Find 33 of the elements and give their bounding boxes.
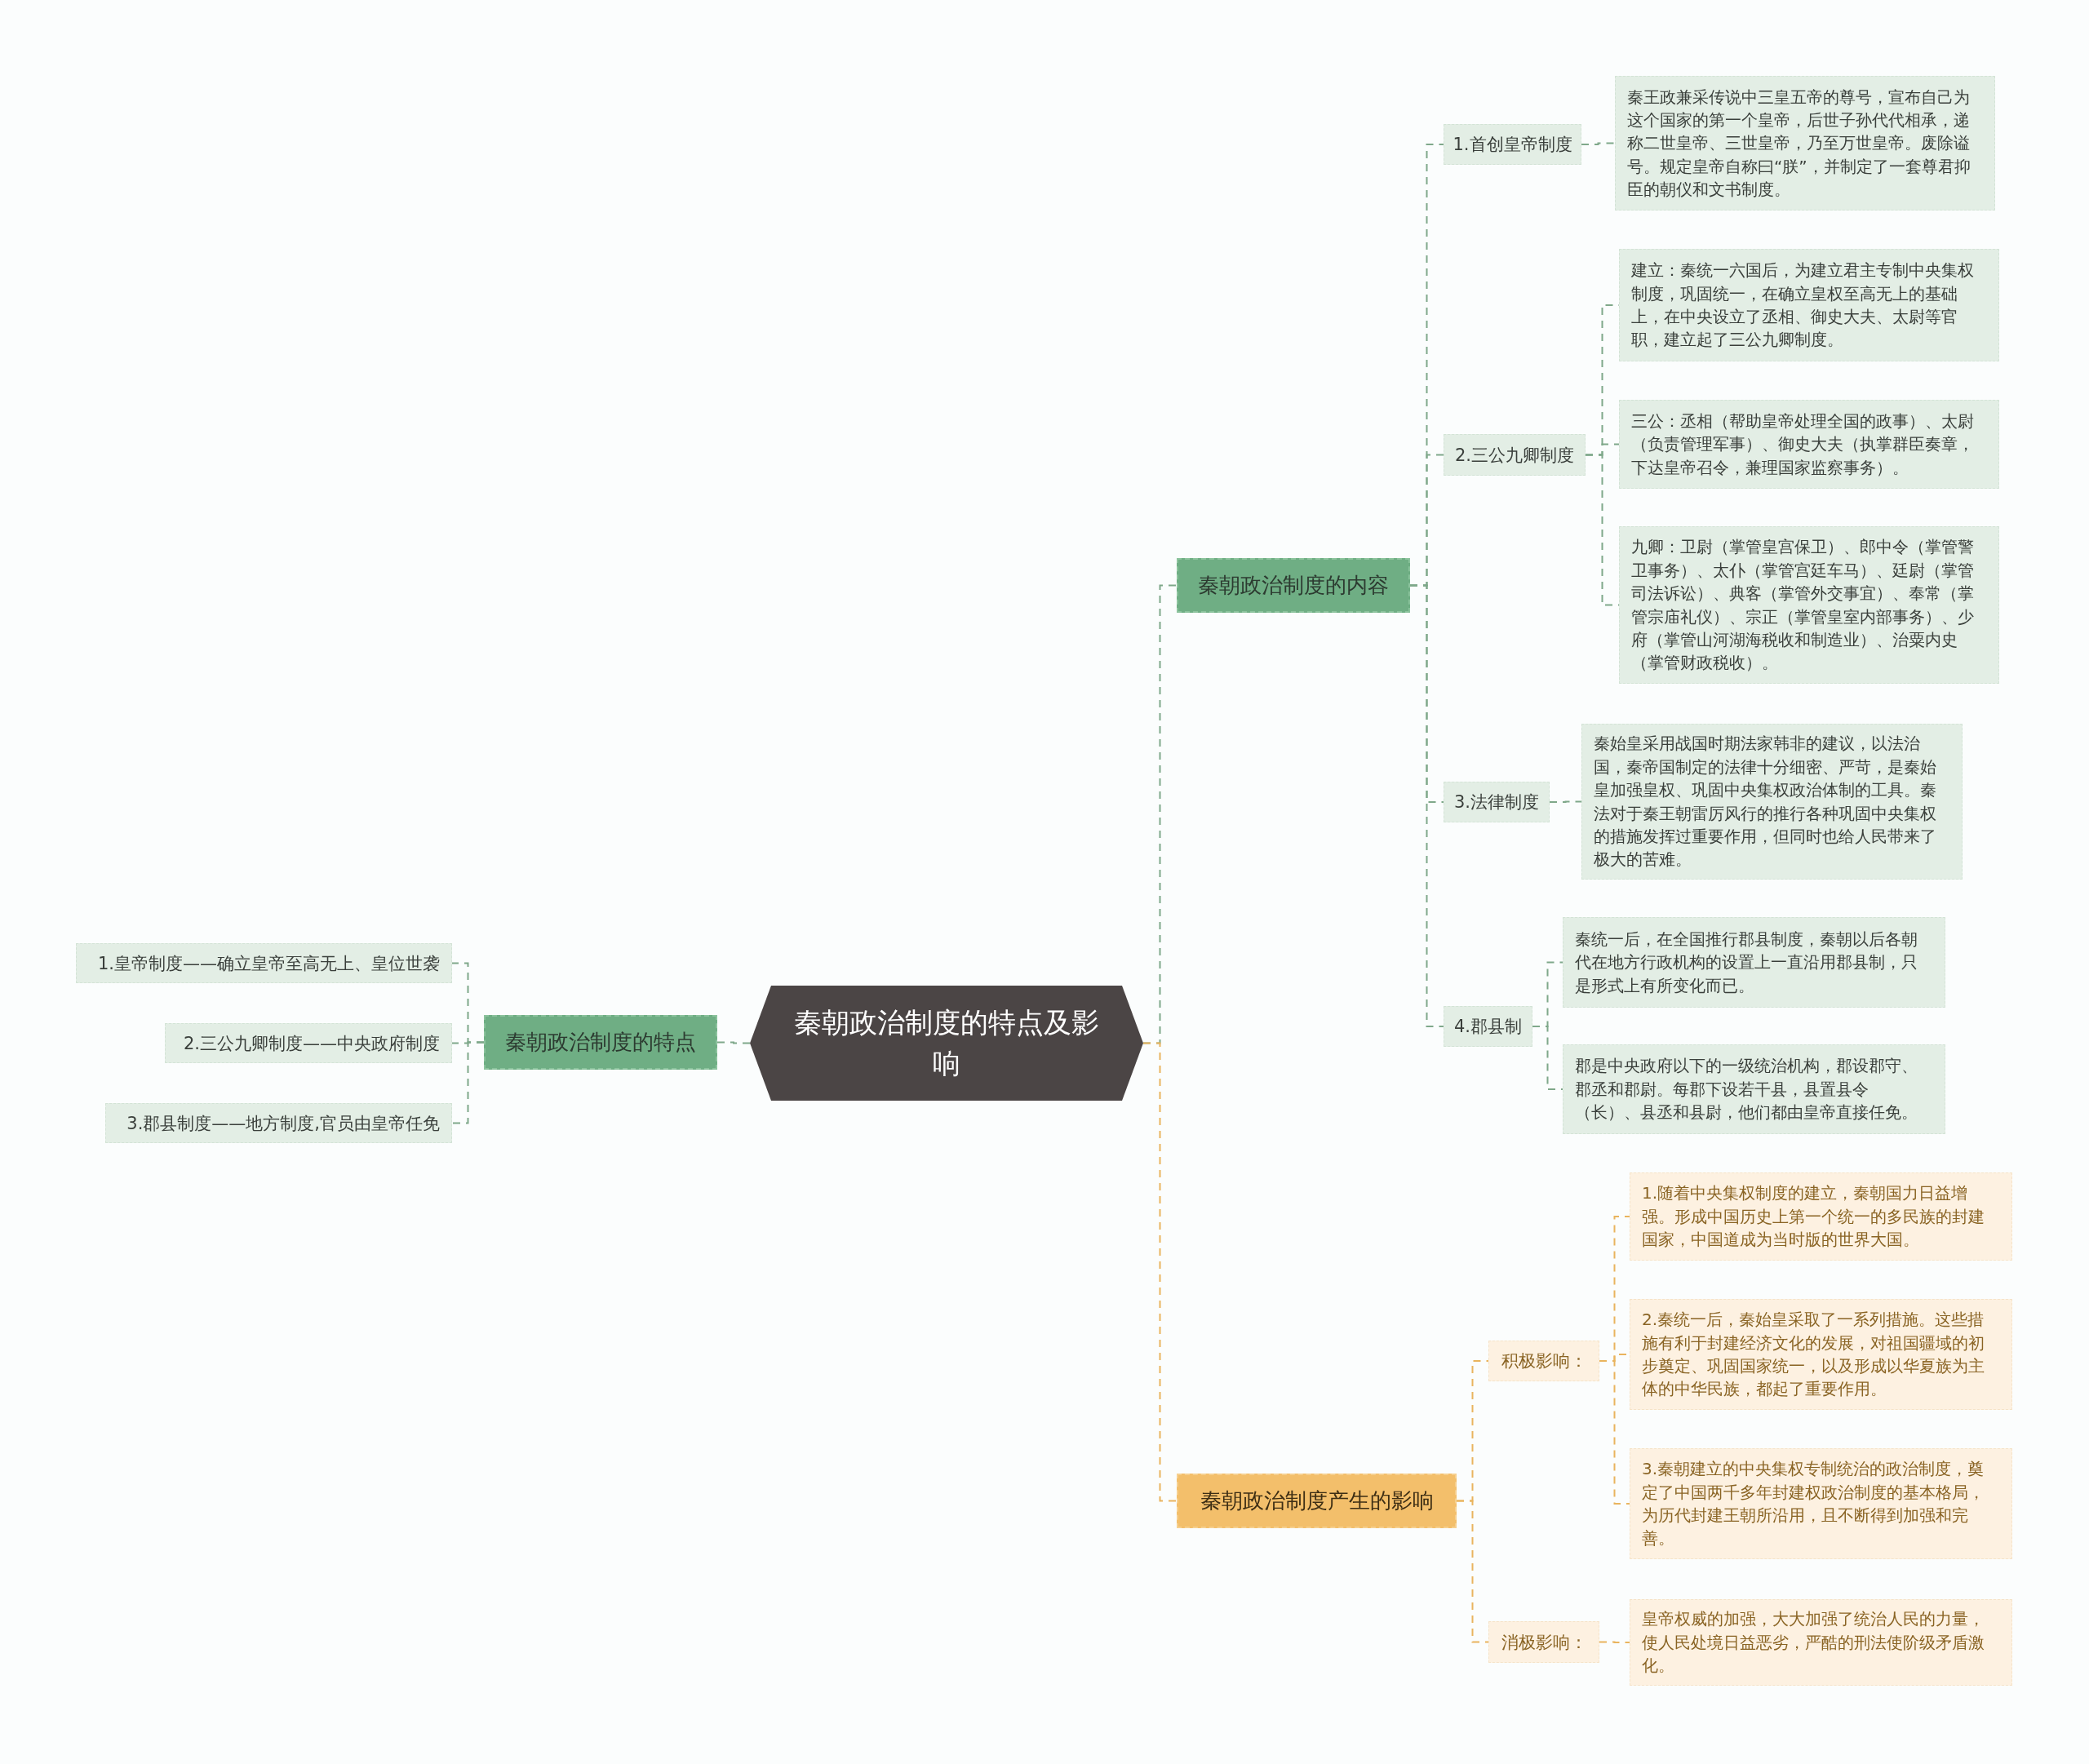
connector-line (716, 1041, 751, 1044)
connector-line (1532, 1026, 1563, 1090)
detail-note-box: 郡是中央政府以下的一级统治机构，郡设郡守、郡丞和郡尉。每郡下设若干县，县置县令（长）、县丞和县尉，他们都由皇帝直接任免。 (1563, 1044, 1945, 1134)
branch-topic-box: 秦朝政治制度的特点 (484, 1015, 717, 1070)
detail-note-box: 3.秦朝建立的中央集权专制统治的政治制度，奠定了中国两千多年封建权政治制度的基本格局，为历代封建王朝所沿用，且不断得到加强和完善。 (1630, 1448, 2012, 1559)
connector-line (1456, 1500, 1489, 1643)
subtopic-box: 2.三公九卿制度 (1444, 434, 1586, 476)
subtopic-box: 3.法律制度 (1444, 782, 1550, 822)
connector-line (451, 1041, 485, 1124)
subtopic-box: 3.郡县制度——地方制度,官员由皇帝任免 (105, 1103, 452, 1143)
subtopic-box: 2.三公九卿制度——中央政府制度 (165, 1023, 452, 1063)
subtopic-box: 1.皇帝制度——确立皇帝至高无上、皇位世袭 (76, 943, 452, 983)
detail-note-box: 皇帝权威的加强，大大加强了统治人民的力量，使人民处境日益恶劣，严酷的刑法使阶级矛盾激化。 (1630, 1599, 2012, 1686)
detail-note-box: 建立：秦统一六国后，为建立君主专制中央集权制度，巩固统一，在确立皇权至高无上的基础上，在中央设立了丞相、御史大夫、太尉等官职，建立起了三公九卿制度。 (1619, 249, 1999, 361)
detail-note-box: 1.随着中央集权制度的建立，秦朝国力日益增强。形成中国历史上第一个统一的多民族的封建国家，中国道成为当时版的世界大国。 (1630, 1172, 2012, 1261)
connector-line (1409, 584, 1444, 1027)
connector-line (1142, 1042, 1178, 1502)
detail-note-box: 秦始皇采用战国时期法家韩非的建议，以法治国，秦帝国制定的法律十分细密、严苛，是秦始皇加强皇权、巩固中央集权政治体制的工具。秦法对于秦王朝雷厉风行的推行各种巩固中央集权的措施发挥过重要作用，但同时也给人民带来了极大的苦难。 (1581, 724, 1963, 880)
detail-note-box: 秦统一后，在全国推行郡县制度，秦朝以后各朝代在地方行政机构的设置上一直沿用郡县制，只是形式上有所变化而已。 (1563, 917, 1945, 1008)
subtopic-box: 1.首创皇帝制度 (1444, 124, 1581, 165)
connector-line (1599, 1641, 1630, 1643)
detail-note-box: 三公：丞相（帮助皇帝处理全国的政事）、太尉（负责管理军事）、御史大夫（执掌群臣奏章，下达皇帝召令，兼理国家监察事务）。 (1619, 400, 1999, 489)
detail-note-box: 2.秦统一后，秦始皇采取了一系列措施。这些措施有利于封建经济文化的发展，对祖国疆域的初步奠定、巩固国家统一，以及形成以华夏族为主体的中华民族，都起了重要作用。 (1630, 1299, 2012, 1410)
branch-topic-box: 秦朝政治制度的内容 (1177, 558, 1410, 613)
connector-line (1599, 1360, 1630, 1505)
detail-note-box: 秦王政兼采传说中三皇五帝的尊号，宣布自己为这个国家的第一个皇帝，后世子孙代代相承，递称二世皇帝、三世皇帝，乃至万世皇帝。废除谥号。规定皇帝自称曰“朕”，并制定了一套尊君抑臣的朝仪和文书制度。 (1615, 76, 1995, 211)
subtopic-box: 消极影响： (1488, 1621, 1599, 1663)
subtopic-box: 积极影响： (1488, 1341, 1599, 1381)
connector-line (1581, 142, 1616, 145)
connector-line (1549, 800, 1582, 803)
branch-topic-box: 秦朝政治制度产生的影响 (1177, 1474, 1457, 1528)
subtopic-box: 4.郡县制 (1444, 1006, 1532, 1047)
detail-note-box: 九卿：卫尉（掌管皇宫保卫）、郎中令（掌管警卫事务）、太仆（掌管宫廷车马）、廷尉（掌管司法诉讼）、典客（掌管外交事宜）、奉常（掌管宗庙礼仪）、宗正（掌管皇室内部事务）、少府（掌管山河湖海税收和制造业）、治粟内史（掌管财政税收）。 (1619, 526, 1999, 684)
